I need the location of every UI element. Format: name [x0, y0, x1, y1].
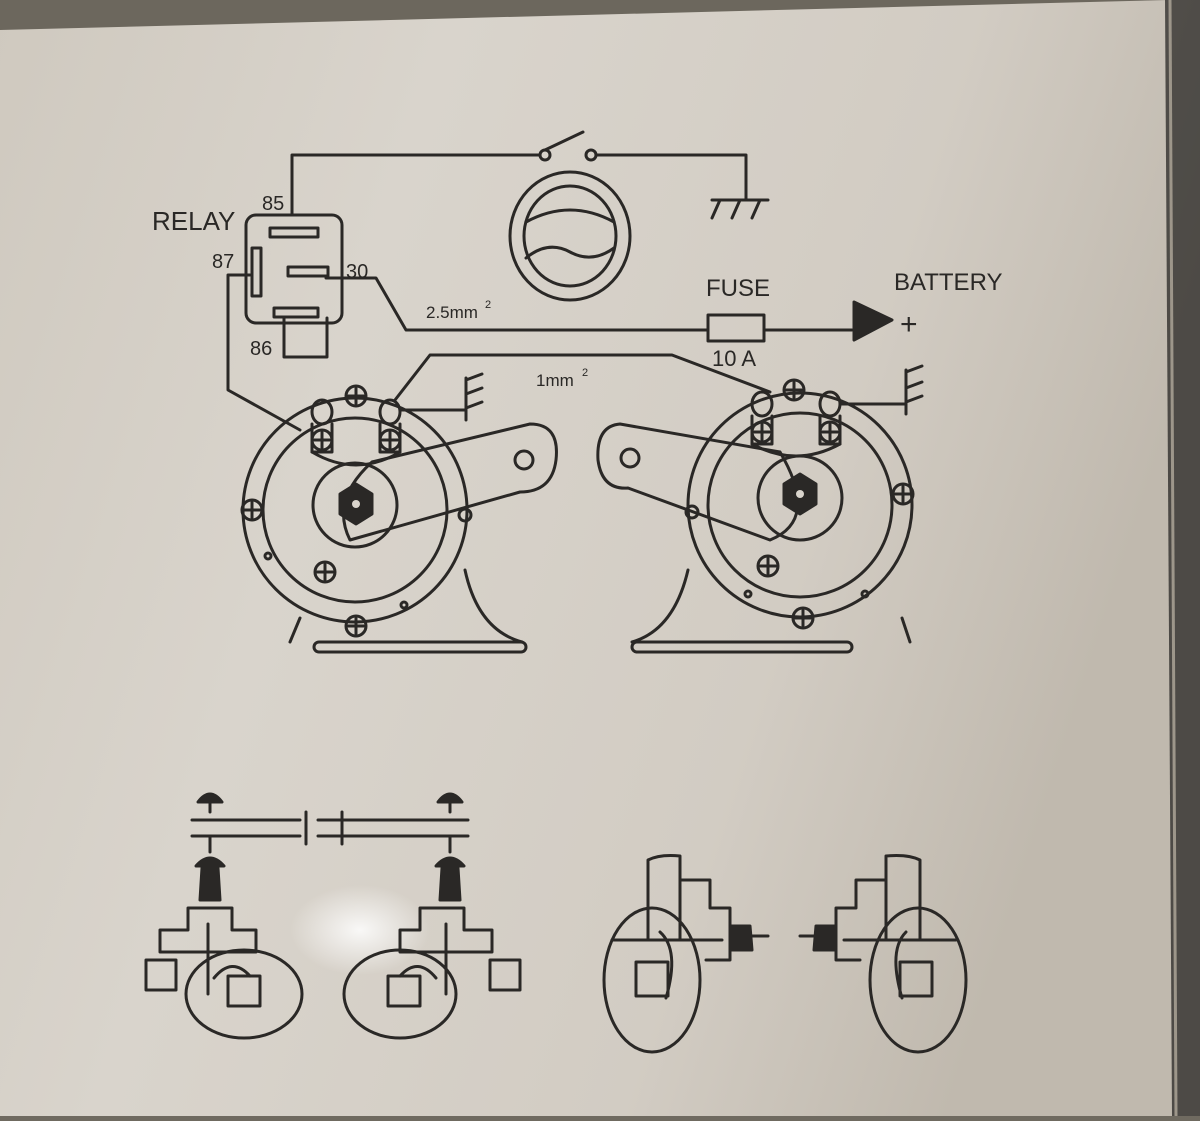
horn-right: [596, 378, 915, 654]
relay-label: RELAY: [152, 206, 235, 236]
ground-symbol-horn-left: [398, 372, 484, 422]
pin-85-label: 85: [262, 193, 284, 215]
pin-86-label: 86: [250, 338, 272, 360]
wire-main-superscript: 2: [485, 299, 491, 311]
horn-link-wire: [393, 353, 772, 402]
fuse-label: FUSE: [706, 275, 770, 302]
battery-arrow-icon: [852, 300, 894, 342]
mounting-view-side: [602, 854, 968, 1054]
main-power-wire: [324, 276, 854, 332]
ground-symbol-switch: [710, 198, 770, 220]
horn-button-icon: [508, 170, 632, 302]
wire-horn-label: 1mm: [536, 371, 574, 390]
pin-30-label: 30: [346, 261, 368, 283]
horn-left: [240, 384, 558, 654]
fuse-symbol: [706, 313, 766, 343]
battery-plus-sign: +: [900, 308, 918, 341]
light-glare: [290, 885, 430, 975]
relay-87-wire: [226, 273, 302, 432]
relay-symbol: [244, 213, 344, 359]
battery-label: BATTERY: [894, 269, 1002, 296]
pin-87-label: 87: [212, 251, 234, 273]
box-fold-line: [1168, 0, 1178, 1117]
wire-main-label: 2.5mm: [426, 303, 478, 322]
mounting-view-top: [144, 792, 522, 1040]
wire-horn-superscript: 2: [582, 367, 588, 379]
switch-circuit-wire: [290, 130, 748, 217]
fuse-rating-label: 10 A: [712, 346, 756, 371]
ground-symbol-horn-right: [838, 364, 924, 416]
